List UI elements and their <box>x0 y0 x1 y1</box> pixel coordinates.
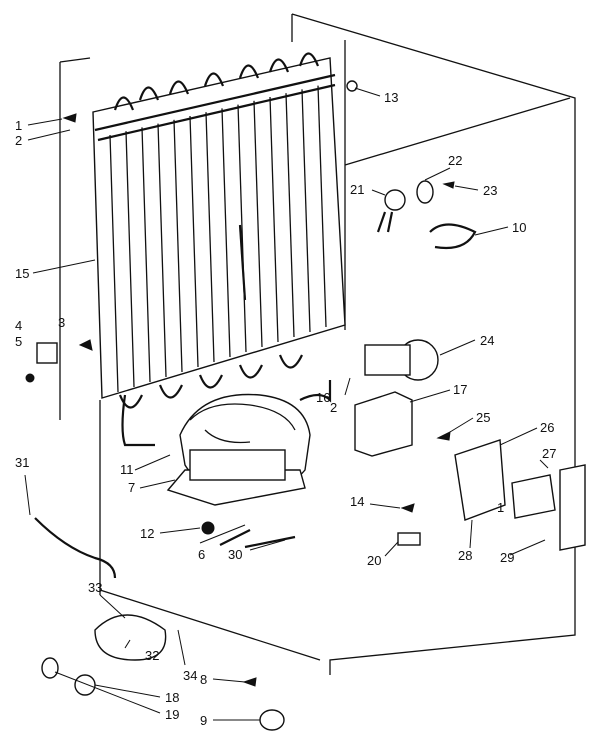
screw-8 <box>242 677 257 687</box>
callout-6: 6 <box>198 547 205 562</box>
callout-3: 3 <box>58 315 65 330</box>
callout-11: 11 <box>120 462 134 477</box>
callout-19: 19 <box>165 707 179 722</box>
clip-4 <box>36 342 58 364</box>
gasket-19 <box>41 657 59 679</box>
callout-1b: 1 <box>497 500 504 515</box>
callout-22: 22 <box>448 153 462 168</box>
callout-labels: 1 2 13 22 21 23 10 15 4 3 5 24 16 2 17 2… <box>15 90 556 728</box>
bolt-3 <box>78 339 93 351</box>
callout-33: 33 <box>88 580 102 595</box>
callout-15: 15 <box>15 266 29 281</box>
bracket-17 <box>354 391 413 457</box>
callout-8: 8 <box>200 672 207 687</box>
callout-21: 21 <box>350 182 364 197</box>
washer-5 <box>25 373 35 383</box>
overload-20 <box>397 532 421 546</box>
relay-24 <box>364 339 439 381</box>
callout-12: 12 <box>140 526 154 541</box>
screw-14 <box>400 503 415 513</box>
callout-26: 26 <box>540 420 554 435</box>
clamp-10 <box>429 223 477 250</box>
callout-25: 25 <box>476 410 490 425</box>
coil-tube <box>125 131 135 388</box>
callout-18: 18 <box>165 690 179 705</box>
callout-2: 2 <box>15 133 22 148</box>
callout-24: 24 <box>480 333 494 348</box>
coil-tube <box>237 104 247 353</box>
bezel-ring-22 <box>416 180 434 204</box>
control-box-26 <box>454 439 506 521</box>
thermostat-knob-21 <box>376 189 406 233</box>
callout-29: 29 <box>500 550 514 565</box>
callout-23: 23 <box>483 183 497 198</box>
coil-tube <box>141 127 151 383</box>
callout-1: 1 <box>15 118 22 133</box>
part-12 <box>201 521 215 535</box>
screw-25 <box>436 431 451 441</box>
callout-2b: 2 <box>330 400 337 415</box>
callout-7: 7 <box>128 480 135 495</box>
fitting-9 <box>259 709 285 731</box>
coil-tube <box>157 123 167 378</box>
terminal-block-27 <box>511 474 556 519</box>
grommet-13 <box>346 80 358 92</box>
coil-tube <box>189 115 199 368</box>
coil-tube <box>173 119 183 373</box>
coil-tube <box>285 93 295 338</box>
callout-30: 30 <box>228 547 242 562</box>
callout-20: 20 <box>367 553 381 568</box>
callout-14: 14 <box>350 494 364 509</box>
screw-1 <box>62 113 77 123</box>
condenser-coil <box>92 52 346 409</box>
screw-23 <box>442 181 455 189</box>
drier-30 <box>244 535 296 549</box>
callout-4: 4 <box>15 318 22 333</box>
callout-9: 9 <box>200 713 207 728</box>
callout-10: 10 <box>512 220 526 235</box>
coil-tube <box>221 108 231 358</box>
coil-tube <box>317 85 327 328</box>
callout-16: 16 <box>316 390 330 405</box>
coil-tube <box>109 134 119 393</box>
plug-18 <box>74 674 96 696</box>
coil-tube <box>269 96 279 343</box>
callout-32: 32 <box>145 648 159 663</box>
callout-31: 31 <box>15 455 29 470</box>
compressor <box>121 380 332 506</box>
coil-tube <box>253 100 263 348</box>
callout-13: 13 <box>384 90 398 105</box>
callout-27: 27 <box>542 446 556 461</box>
callout-34: 34 <box>183 668 197 683</box>
callout-28: 28 <box>458 548 472 563</box>
coil-tube <box>301 89 311 333</box>
leader-lines <box>24 87 549 721</box>
cover-29 <box>559 464 586 551</box>
coil-tube <box>205 112 215 363</box>
tube-6 <box>219 529 251 546</box>
callout-17: 17 <box>453 382 467 397</box>
cord-31 <box>34 517 117 579</box>
callout-5: 5 <box>15 334 22 349</box>
cabinet-outline <box>59 13 576 675</box>
